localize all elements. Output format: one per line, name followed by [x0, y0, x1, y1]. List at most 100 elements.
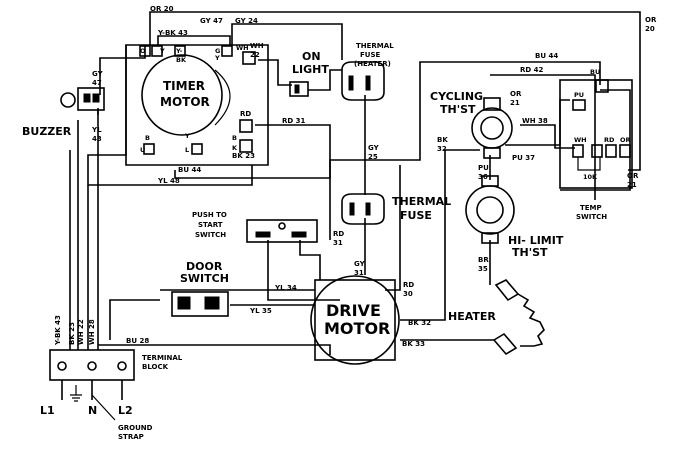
- wire-gy25-1: GY: [368, 144, 380, 152]
- wire-bk23: BK 23: [232, 152, 255, 160]
- wire-or21-right-1: OR: [627, 172, 639, 180]
- terminal-block: TERMINAL BLOCK L1 N L2 GROUND STRAP: [40, 349, 183, 441]
- terminal-y2: Y-: [175, 47, 183, 55]
- drive-motor: DRIVE MOTOR: [310, 275, 400, 365]
- temp-switch-label-1: TEMP: [580, 204, 602, 212]
- wire-gy31-1: GY: [354, 260, 366, 268]
- thermal-fuse-heater-label-2: FUSE: [360, 51, 381, 59]
- drive-motor-label-1: DRIVE: [326, 301, 381, 320]
- wire-or20-right-2: 20: [645, 25, 655, 33]
- terminal-b: B: [145, 134, 150, 142]
- wire-or21-cyc-1: OR: [510, 90, 522, 98]
- terminal-l: L: [185, 146, 189, 154]
- temp-switch-rd: RD: [604, 136, 615, 144]
- ground-strap-label-1: GROUND: [118, 424, 153, 432]
- wire-rd-timer: RD: [240, 110, 251, 118]
- wire-bu44-top: BU 44: [535, 52, 558, 60]
- thermal-fuse-heater: THERMAL FUSE (HEATER): [341, 42, 394, 101]
- wire-gy25-2: 25: [368, 153, 378, 161]
- thermal-fuse: THERMAL FUSE: [341, 193, 451, 225]
- door-switch-label-1: DOOR: [186, 260, 223, 273]
- terminal-block-label-2: BLOCK: [142, 363, 169, 371]
- wire-or20-top: OR 20: [150, 5, 174, 13]
- wire-gy24-top: GY 24: [235, 17, 258, 25]
- wire-wh22-vertical: WH 22: [77, 319, 85, 345]
- on-light: ON LIGHT: [289, 50, 329, 97]
- push-to-start-label-2: START: [198, 221, 223, 229]
- ground-strap-label-2: STRAP: [118, 433, 144, 441]
- on-light-label-2: LIGHT: [292, 63, 329, 76]
- drive-motor-label-2: MOTOR: [324, 319, 390, 338]
- wire-ybk43-top: Y-BK 43: [157, 29, 188, 37]
- heater-label: HEATER: [448, 310, 496, 323]
- wire-pu36-2: 36: [478, 173, 488, 181]
- cycling-thst-label-2: TH'ST: [440, 103, 476, 116]
- l2-label: L2: [118, 404, 133, 417]
- push-to-start-label-1: PUSH TO: [192, 211, 227, 219]
- wire-labels: OR 20 OR 20 GY 47 GY 24 Y-BK 43 GY 47 YL…: [54, 5, 657, 348]
- wire-rd31-v-2: 31: [333, 239, 343, 247]
- wire-gy47-top: GY 47: [200, 17, 223, 25]
- wire-bk32-cyc-2: 32: [437, 145, 447, 153]
- thermal-fuse-label-2: FUSE: [400, 209, 432, 222]
- terminal-k: K: [232, 144, 238, 152]
- on-light-label-1: ON: [302, 50, 321, 63]
- timer-motor-label-2: MOTOR: [160, 95, 210, 109]
- wire-rd31-v-1: RD: [333, 230, 344, 238]
- wire-bk32-cyc-1: BK: [437, 136, 448, 144]
- wire-yl48: YL 48: [157, 177, 180, 185]
- wire-wh22-top-2: 22: [250, 51, 260, 59]
- terminal-bk: BK: [176, 56, 187, 64]
- hi-limit-label-1: HI- LIMIT: [508, 234, 564, 247]
- wire-pu37: PU 37: [512, 154, 535, 162]
- wire-or21-cyc-2: 21: [510, 99, 520, 107]
- wire-br35-2: 35: [478, 265, 488, 273]
- wire-rd30-2: 30: [403, 290, 413, 298]
- wire-ybk43-vertical: Y-BK 43: [54, 315, 62, 346]
- terminal-y3: Y: [184, 132, 190, 140]
- timer-motor-label-1: TIMER: [163, 79, 205, 93]
- temp-switch: PU BU WH RD OR 10K TEMP SWITCH: [559, 68, 633, 221]
- wire-pu36-1: PU: [478, 164, 489, 172]
- wire-yl43-left-2: 43: [92, 135, 102, 143]
- buzzer: BUZZER: [22, 87, 105, 138]
- thermal-fuse-heater-label-3: (HEATER): [354, 60, 391, 68]
- wire-or20-right-1: OR: [645, 16, 657, 24]
- terminal-block-label-1: TERMINAL: [142, 354, 183, 362]
- wire-or21-right-2: 21: [627, 181, 637, 189]
- resistor-10k: 10K: [583, 173, 598, 181]
- wire-gy47-left-2: 47: [92, 79, 102, 87]
- wire-br35-1: BR: [478, 256, 489, 264]
- wire-bu44-bottom: BU 44: [178, 166, 201, 174]
- temp-switch-pu: PU: [574, 91, 584, 99]
- timer-motor: TIMER MOTOR O Y Y- BK G Y B U Y L B K WH: [139, 44, 256, 155]
- thermal-fuse-label-1: THERMAL: [392, 195, 451, 208]
- push-to-start-label-3: SWITCH: [195, 231, 226, 239]
- wire-rd42: RD 42: [520, 66, 544, 74]
- wire-bk33: BK 33: [402, 340, 425, 348]
- wire-wh28-vertical: WH 28: [88, 319, 96, 345]
- hi-limit-thermostat: HI- LIMIT TH'ST: [465, 175, 564, 259]
- buzzer-label: BUZZER: [22, 125, 72, 138]
- temp-switch-bu: BU: [590, 68, 600, 76]
- thermal-fuse-heater-label-1: THERMAL: [356, 42, 394, 50]
- wire-yl43-left-1: YL: [91, 126, 102, 134]
- terminal-yy: Y: [214, 54, 220, 62]
- l1-label: L1: [40, 404, 55, 417]
- push-to-start-switch: PUSH TO START SWITCH: [192, 211, 318, 243]
- terminal-o: O: [140, 47, 146, 55]
- cycling-thermostat: CYCLING TH'ST: [430, 90, 513, 159]
- temp-switch-label-2: SWITCH: [576, 213, 607, 221]
- wire-wh38: WH 38: [522, 117, 548, 125]
- hi-limit-label-2: TH'ST: [512, 246, 548, 259]
- wire-bu28: BU 28: [126, 337, 149, 345]
- wire-bk23-vertical: BK 23: [68, 322, 76, 345]
- door-switch-label-2: SWITCH: [180, 272, 229, 285]
- terminal-y: Y: [159, 47, 165, 55]
- door-switch: DOOR SWITCH: [171, 260, 229, 317]
- wire-yl34: YL 34: [274, 284, 297, 292]
- temp-switch-or: OR: [620, 136, 631, 144]
- wire-yl35: YL 35: [249, 307, 272, 315]
- wire-rd30-1: RD: [403, 281, 414, 289]
